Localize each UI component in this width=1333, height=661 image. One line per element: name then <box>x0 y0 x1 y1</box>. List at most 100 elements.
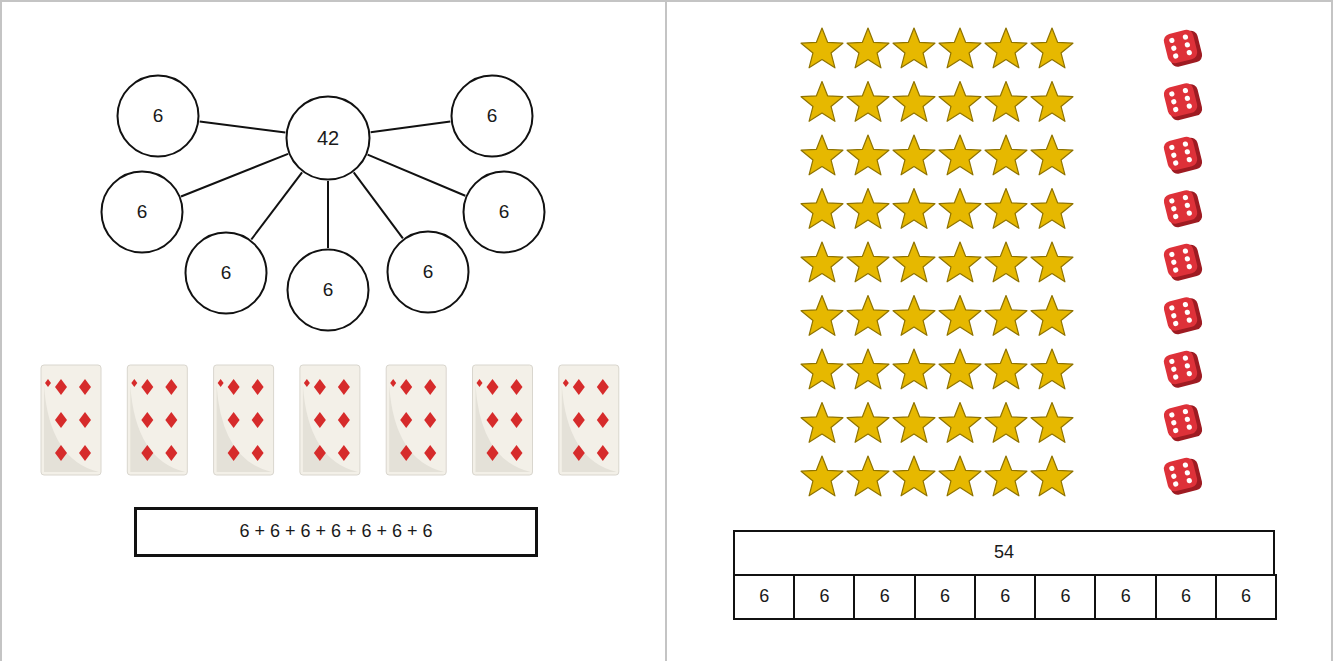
diamond-pip <box>487 445 499 461</box>
star <box>985 349 1027 389</box>
star <box>939 242 981 282</box>
die-pip <box>1184 95 1190 101</box>
die-pip <box>1169 91 1175 97</box>
star <box>801 296 843 336</box>
star <box>985 242 1027 282</box>
die-pip <box>1169 358 1175 364</box>
diamond-pip <box>228 445 240 461</box>
diamond-pip <box>165 412 177 428</box>
diamond-pip <box>79 379 91 395</box>
card-shade <box>476 385 531 472</box>
part-whole-line <box>251 172 302 239</box>
diamond-pip <box>400 412 412 428</box>
diamond-pip <box>218 379 224 387</box>
die-pip <box>1171 473 1177 479</box>
star <box>847 189 889 229</box>
part-circle: 6 <box>184 231 268 315</box>
die-pip <box>1182 462 1188 468</box>
die-pip <box>1171 45 1177 51</box>
die-pip <box>1186 317 1192 323</box>
diamond-pip <box>314 445 326 461</box>
star <box>847 28 889 68</box>
die-face <box>1162 135 1198 171</box>
star <box>801 28 843 68</box>
diamond-pip <box>563 379 569 387</box>
die-pip <box>1182 87 1188 93</box>
star <box>1031 296 1073 336</box>
card-shade <box>217 385 272 472</box>
die-pip <box>1182 355 1188 361</box>
node-label: 6 <box>1000 586 1010 608</box>
diamond-pip <box>131 379 137 387</box>
star <box>847 296 889 336</box>
red-die <box>1162 241 1203 282</box>
red-die <box>1162 402 1203 443</box>
star <box>801 349 843 389</box>
node-label: 6 <box>499 201 510 224</box>
die-pip <box>1184 363 1190 369</box>
star <box>985 296 1027 336</box>
bar-part: 6 <box>914 574 977 620</box>
diamond-pip <box>477 379 483 387</box>
die-pip <box>1173 160 1179 166</box>
bar-part: 6 <box>974 574 1037 620</box>
die-face <box>1162 296 1198 332</box>
diamond-pip <box>511 445 523 461</box>
circle-shape <box>287 97 370 180</box>
star <box>1031 242 1073 282</box>
diamond-pip <box>314 379 326 395</box>
card-face <box>559 365 619 475</box>
star-array <box>801 28 1073 496</box>
star <box>801 135 843 175</box>
circle-shape <box>388 232 469 313</box>
node-label: 6 <box>137 201 148 224</box>
star <box>847 82 889 122</box>
bar-part: 6 <box>733 574 796 620</box>
die-pip <box>1186 156 1192 162</box>
diamond-pip <box>165 379 177 395</box>
diamond-pip <box>424 412 436 428</box>
panel-border <box>665 0 667 661</box>
card-face <box>127 365 187 475</box>
playing-card <box>214 365 274 475</box>
die-pip <box>1171 313 1177 319</box>
die-pip <box>1171 206 1177 212</box>
die-pip <box>1173 320 1179 326</box>
node-label: 6 <box>153 105 164 128</box>
part-whole-line <box>200 121 286 132</box>
diamond-pip <box>487 379 499 395</box>
card-face <box>386 365 446 475</box>
diamond-pip <box>228 379 240 395</box>
card-face <box>300 365 360 475</box>
bar-part: 6 <box>1155 574 1218 620</box>
bar-part: 6 <box>1094 574 1157 620</box>
circle-shape <box>452 76 533 157</box>
node-label: 6 <box>880 586 890 608</box>
card-face <box>214 365 274 475</box>
die-pip <box>1184 149 1190 155</box>
die-face <box>1162 403 1198 439</box>
star <box>893 135 935 175</box>
part-whole-line <box>327 181 329 248</box>
card-face <box>473 365 533 475</box>
star <box>893 296 935 336</box>
die-pip <box>1186 370 1192 376</box>
diamond-pip <box>424 379 436 395</box>
card-shade <box>389 385 444 472</box>
circle-shape <box>288 250 369 331</box>
part-circle: 6 <box>450 74 534 158</box>
die-pip <box>1169 305 1175 311</box>
star <box>893 456 935 496</box>
die-face <box>1162 28 1198 64</box>
star <box>1031 82 1073 122</box>
star <box>939 28 981 68</box>
playing-card <box>386 365 446 475</box>
star <box>1031 456 1073 496</box>
circle-shape <box>186 233 267 314</box>
diamond-pip <box>573 412 585 428</box>
star <box>893 403 935 443</box>
die-pip <box>1182 141 1188 147</box>
star <box>847 456 889 496</box>
die-face <box>1162 456 1198 492</box>
